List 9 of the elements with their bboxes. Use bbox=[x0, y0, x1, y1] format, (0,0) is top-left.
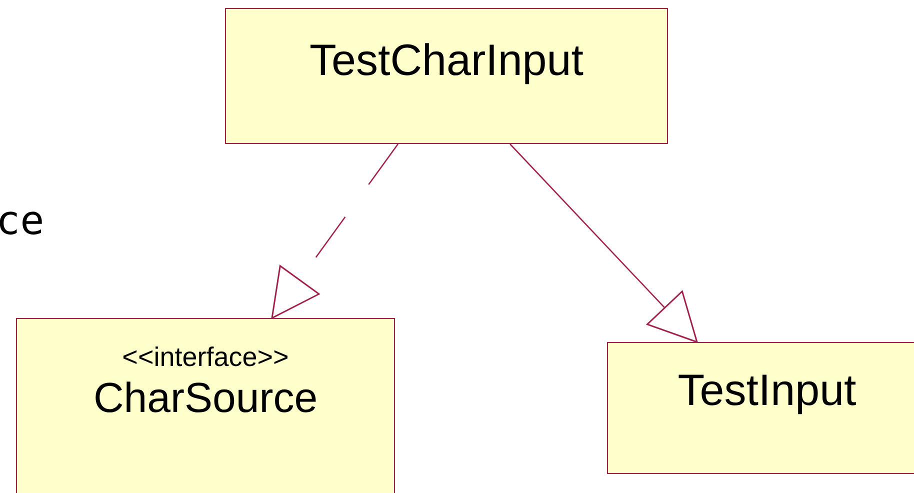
class-box bbox=[607, 342, 914, 474]
inheritance-arrow bbox=[510, 144, 698, 343]
class-box bbox=[16, 318, 395, 493]
class-name: TestInput bbox=[678, 365, 856, 417]
class-name: CharSource bbox=[93, 373, 318, 424]
stereotype-label: <<interface>> bbox=[122, 341, 289, 374]
text-fragment: ce bbox=[0, 198, 44, 244]
class-name: TestCharInput bbox=[310, 35, 584, 87]
class-box bbox=[225, 8, 668, 144]
